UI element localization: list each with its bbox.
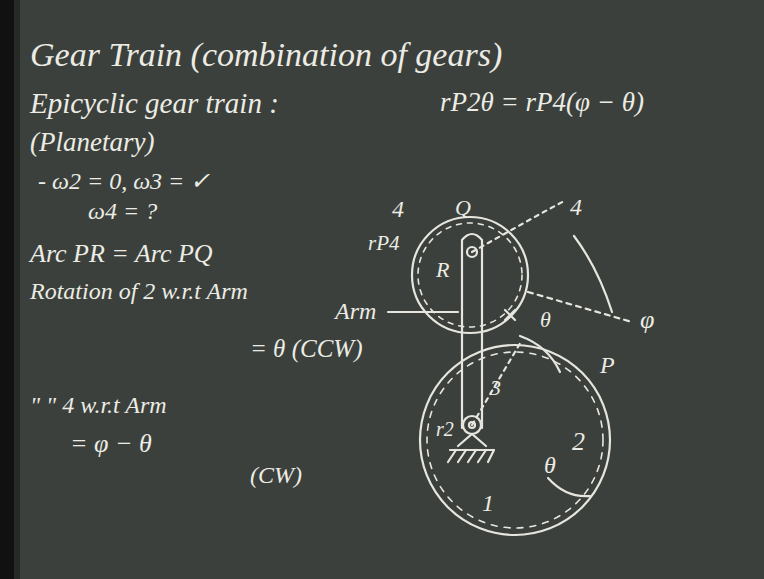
note: " " 4 w.r.t Arm — [30, 392, 167, 418]
note: (Planetary) — [30, 128, 154, 158]
note: - ω2 = 0, ω3 = ✓ — [38, 168, 210, 194]
note: Arc PR = Arc PQ — [30, 240, 213, 269]
arm-leader — [388, 311, 458, 313]
phi-arc — [574, 236, 612, 312]
gear-number: 4 — [570, 194, 582, 220]
gear-number: 1 — [482, 490, 494, 516]
part-name: Arm — [335, 298, 376, 324]
board-edge — [0, 0, 14, 579]
theta-arc-sun — [548, 478, 590, 496]
angle-label: φ — [640, 306, 654, 335]
contact-mark — [505, 310, 515, 320]
theta-arc — [520, 336, 560, 372]
board-frame — [14, 0, 20, 579]
note: (CW) — [250, 462, 302, 488]
sun-gear — [420, 345, 610, 535]
note: ω4 = ? — [88, 198, 157, 224]
point-label: P — [600, 352, 615, 378]
ground-hatch — [448, 450, 494, 462]
radius-label: rP4 — [368, 232, 400, 255]
gear-number: 3 — [490, 376, 501, 400]
note: Epicyclic gear train : — [30, 88, 279, 120]
point-label: R — [436, 258, 449, 282]
note: = φ − θ — [70, 430, 152, 459]
board-title: Gear Train (combination of gears) — [30, 36, 502, 73]
sun-gear-teeth — [427, 352, 603, 528]
arm — [462, 234, 482, 428]
note: = θ (CCW) — [250, 335, 362, 363]
angle-label: θ — [544, 452, 556, 478]
ground-support — [458, 434, 486, 446]
note: Rotation of 2 w.r.t Arm — [30, 278, 248, 304]
radius-label: r2 — [436, 418, 454, 440]
gear-number: 4 — [392, 196, 404, 222]
point-label: Q — [455, 196, 471, 220]
angle-label: θ — [540, 308, 551, 332]
angle-line — [472, 200, 566, 252]
gear-number: 2 — [572, 428, 585, 457]
equation: rP2θ = rP4(φ − θ) — [440, 88, 644, 118]
radial-line — [472, 340, 522, 425]
